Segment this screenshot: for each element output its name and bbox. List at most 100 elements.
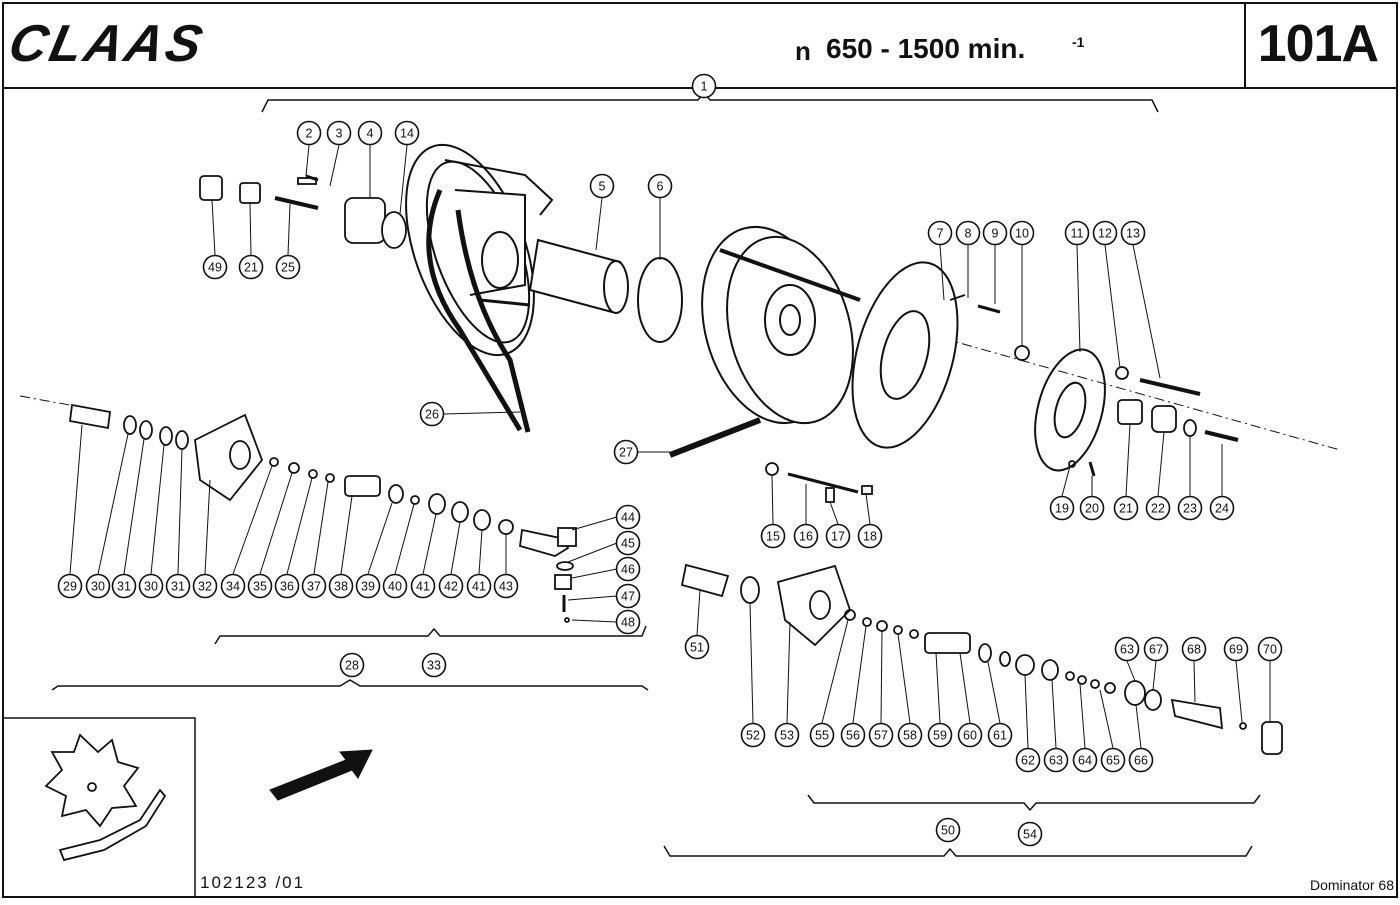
callout-number: 2 [306, 127, 313, 141]
callout-number: 64 [1078, 754, 1092, 768]
leader-line [987, 661, 1001, 724]
callout-number: 41 [472, 580, 486, 594]
leader-line [123, 438, 145, 575]
callout-65: 65 [1100, 747, 1126, 773]
leader-line [97, 433, 129, 575]
callout-number: 70 [1263, 643, 1277, 657]
drive-pulley-assembly [405, 143, 554, 433]
callout-number: 53 [780, 729, 794, 743]
leader-line [1104, 244, 1121, 369]
callout-balloon [1064, 220, 1090, 246]
callout-balloon [1113, 495, 1139, 521]
leader-line [204, 479, 211, 575]
leader-line [394, 503, 415, 575]
callout-balloon [202, 254, 228, 280]
callout-balloon [1049, 495, 1075, 521]
callout-number: 30 [144, 580, 158, 594]
callout-18: 18 [857, 523, 883, 549]
callout-11: 11 [1064, 220, 1090, 246]
callout-number: 4 [367, 127, 374, 141]
callout-balloon [238, 254, 264, 280]
callout-balloon [1009, 220, 1035, 246]
callout-number: 38 [334, 580, 348, 594]
leader-line [443, 411, 521, 415]
callout-43: 43 [493, 573, 519, 599]
callout-number: 51 [690, 641, 704, 655]
leader-line [249, 202, 252, 256]
brand-logo: CLAAS [3, 15, 211, 73]
callout-balloon [1043, 747, 1069, 773]
callout-number: 6 [657, 180, 664, 194]
bracket-50 [663, 845, 1253, 857]
callout-68: 68 [1181, 636, 1207, 662]
callout-number: 49 [208, 261, 222, 275]
callout-balloon [1128, 747, 1154, 773]
callout-number: 56 [846, 729, 860, 743]
callout-balloon [357, 120, 383, 146]
drawing-number: 102123 /01 [200, 873, 306, 892]
leader-line [211, 199, 216, 256]
callout-balloon [1145, 495, 1171, 521]
callout-number: 47 [621, 590, 635, 604]
callout-balloon [438, 573, 464, 599]
callout-balloon [1181, 636, 1207, 662]
leader-line [935, 652, 941, 724]
callout-number: 66 [1134, 754, 1148, 768]
callout-52: 52 [740, 722, 766, 748]
callout-number: 16 [799, 530, 813, 544]
callout-number: 42 [444, 580, 458, 594]
callout-number: 28 [345, 659, 359, 673]
callout-balloon [987, 722, 1013, 748]
leader-line [880, 630, 883, 724]
leader-line [478, 529, 483, 575]
callout-balloon [274, 573, 300, 599]
callout-41: 41 [466, 573, 492, 599]
callout-balloon [1017, 821, 1043, 847]
callout-31: 31 [111, 573, 137, 599]
leader-line [821, 619, 849, 724]
callout-balloon [138, 573, 164, 599]
callout-46: 46 [615, 556, 641, 582]
callout-3: 3 [326, 120, 352, 146]
callout-balloon [466, 573, 492, 599]
leader-line [771, 475, 774, 525]
callout-number: 30 [91, 580, 105, 594]
callout-48: 48 [615, 609, 641, 635]
plate-number: 101A [1257, 15, 1379, 73]
callout-balloon [1079, 495, 1105, 521]
callout-balloon [589, 173, 615, 199]
callout-balloon [927, 220, 953, 246]
callout-balloon [793, 523, 819, 549]
callout-balloon [955, 220, 981, 246]
callout-number: 52 [746, 729, 760, 743]
callout-balloon [957, 722, 983, 748]
callout-21: 21 [1113, 495, 1139, 521]
leader-line [329, 144, 340, 187]
callout-balloon [192, 573, 218, 599]
leader-line [286, 477, 313, 575]
leader-line [786, 621, 791, 724]
callout-balloon [760, 523, 786, 549]
callout-40: 40 [382, 573, 408, 599]
callout-balloon [111, 573, 137, 599]
callout-number: 17 [831, 530, 845, 544]
inset-frame [2, 717, 196, 898]
callout-balloon [1223, 636, 1249, 662]
leader-line [1051, 679, 1057, 749]
callout-8: 8 [955, 220, 981, 246]
leader-line [1024, 674, 1029, 749]
callout-63: 63 [1114, 636, 1140, 662]
callout-number: 44 [621, 511, 635, 525]
callout-number: 3 [336, 127, 343, 141]
callout-balloon [85, 573, 111, 599]
callout-balloon [615, 609, 641, 635]
callout-67: 67 [1143, 636, 1169, 662]
leader-line [313, 481, 329, 575]
callout-balloon [1120, 220, 1146, 246]
callout-number: 40 [388, 580, 402, 594]
callout-number: 25 [281, 261, 295, 275]
